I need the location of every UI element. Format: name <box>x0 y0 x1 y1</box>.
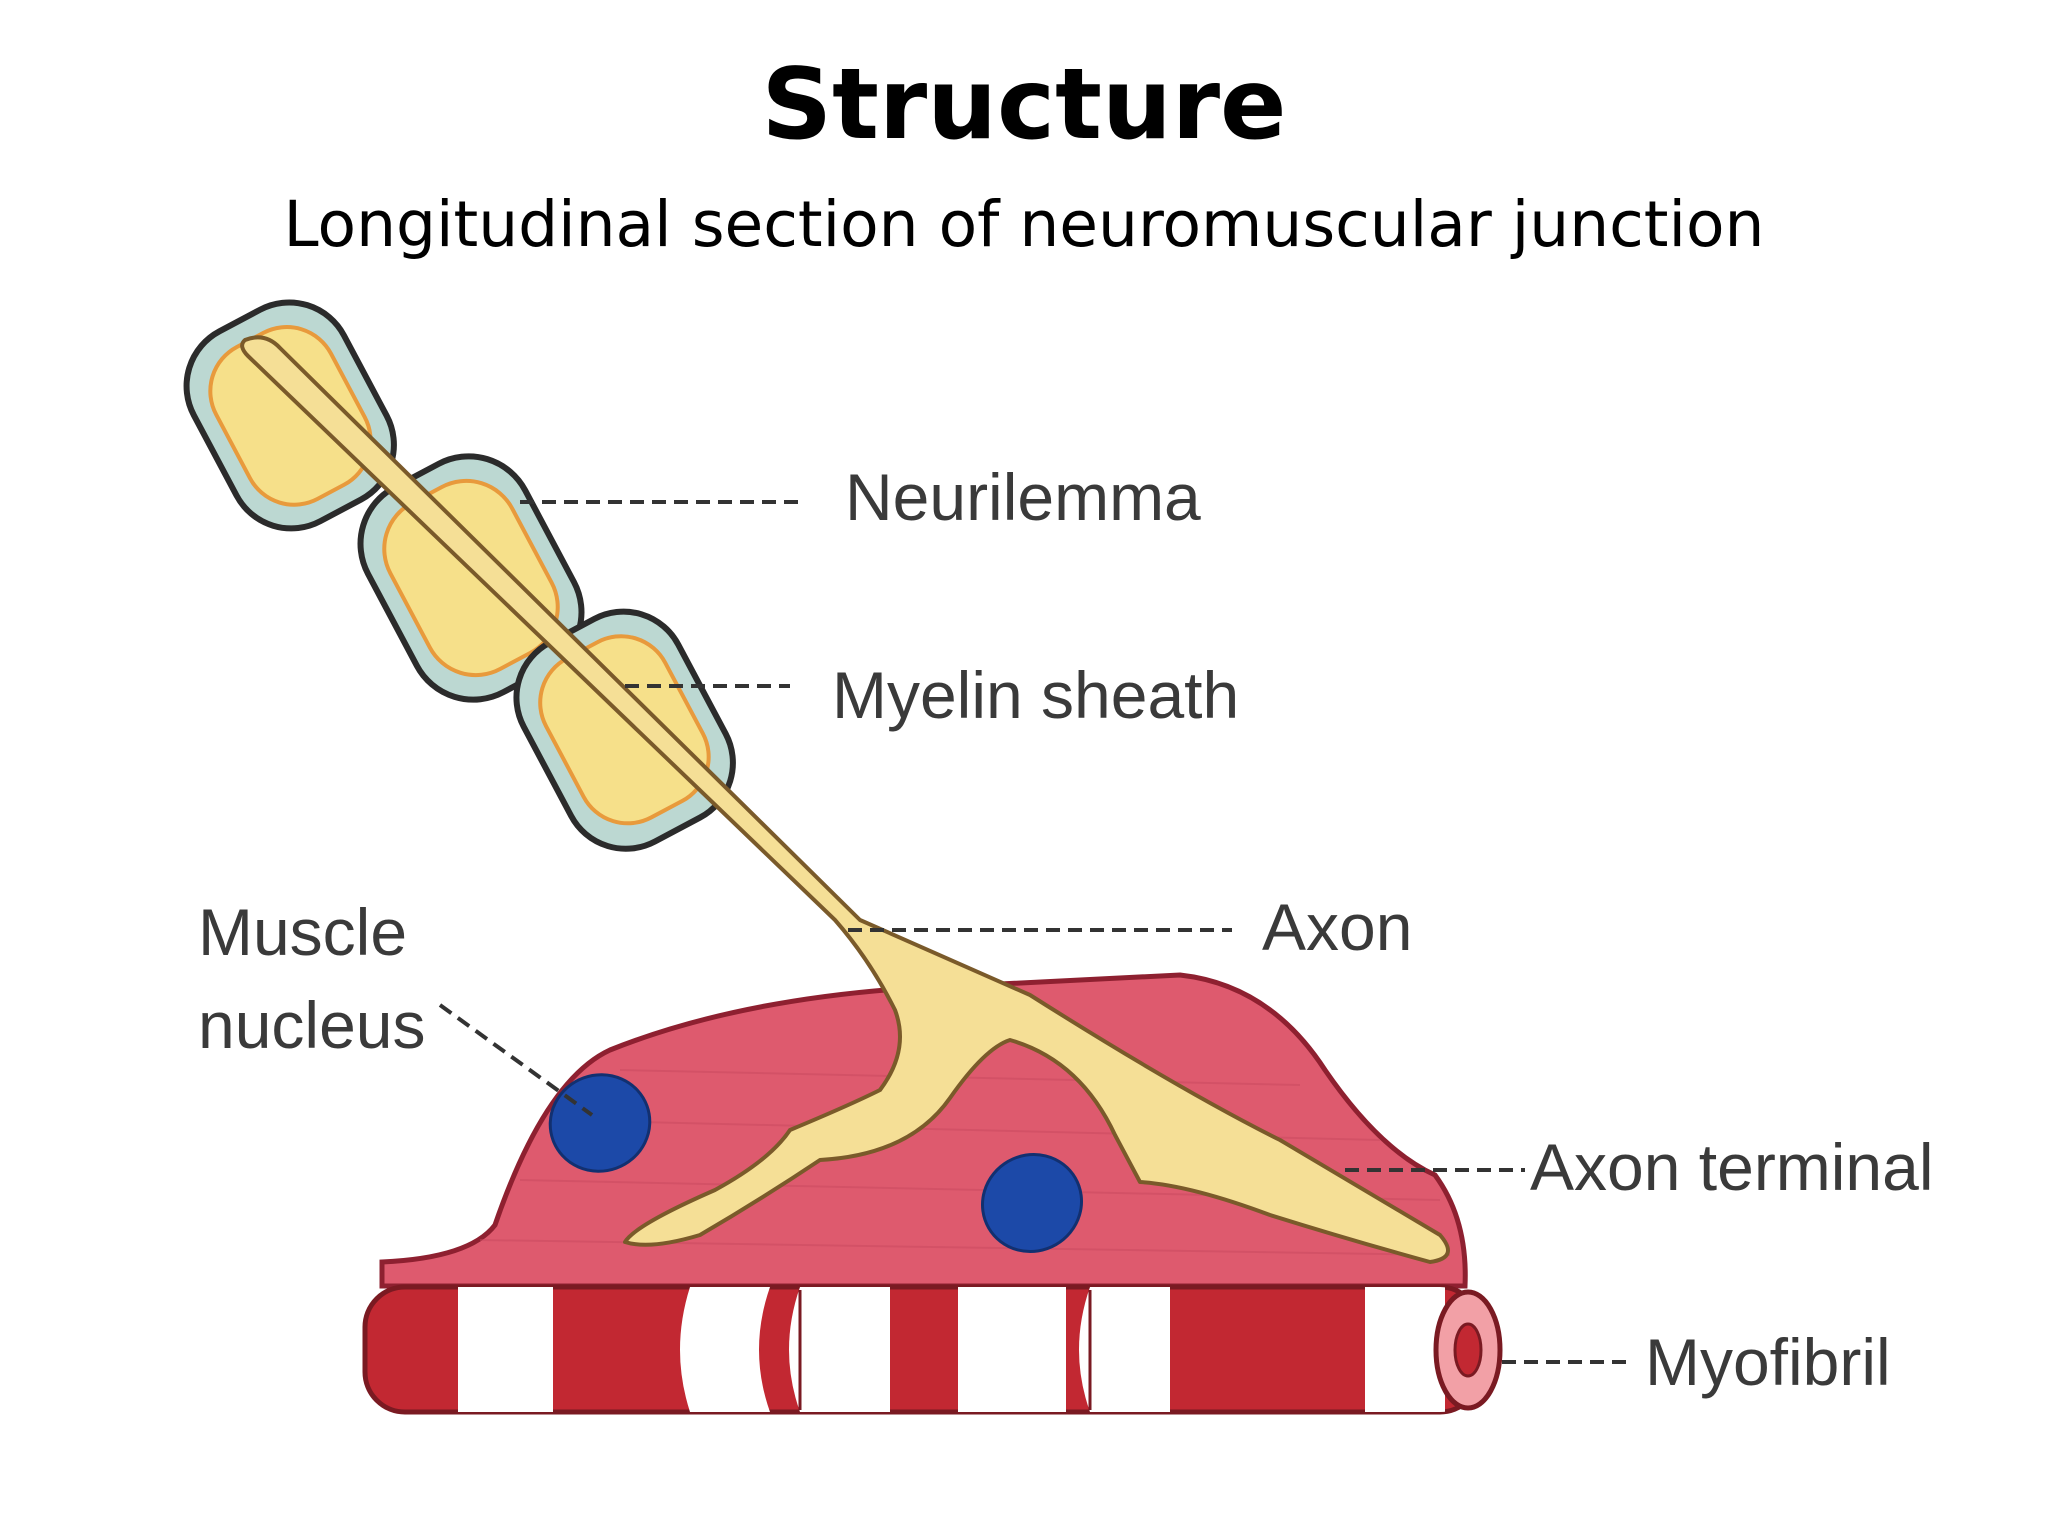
myofibril-label: Myofibril <box>1645 1325 1891 1399</box>
axon <box>240 335 1450 1264</box>
neurilemma-label: Neurilemma <box>845 460 1201 534</box>
axon-terminal-label: Axon terminal <box>1530 1130 1934 1204</box>
myelin-sheath-label: Myelin sheath <box>832 658 1239 732</box>
slide-subtitle: Longitudinal section of neuromuscular ju… <box>283 188 1765 261</box>
myofibril-bands <box>458 1287 1445 1412</box>
slide-title: Structure <box>761 48 1287 162</box>
muscle-nucleus <box>548 1073 652 1173</box>
muscle-nucleus-label-line1: Muscle <box>198 895 407 969</box>
muscle-nucleus-label-line2: nucleus <box>198 988 426 1062</box>
myofibril <box>362 1284 1503 1415</box>
myelin-segment <box>513 608 736 852</box>
muscle-nucleus-leader <box>438 1003 594 1117</box>
muscle-nucleus <box>980 1152 1084 1254</box>
axon-label: Axon <box>1262 890 1412 964</box>
myelin-segment <box>183 299 397 532</box>
